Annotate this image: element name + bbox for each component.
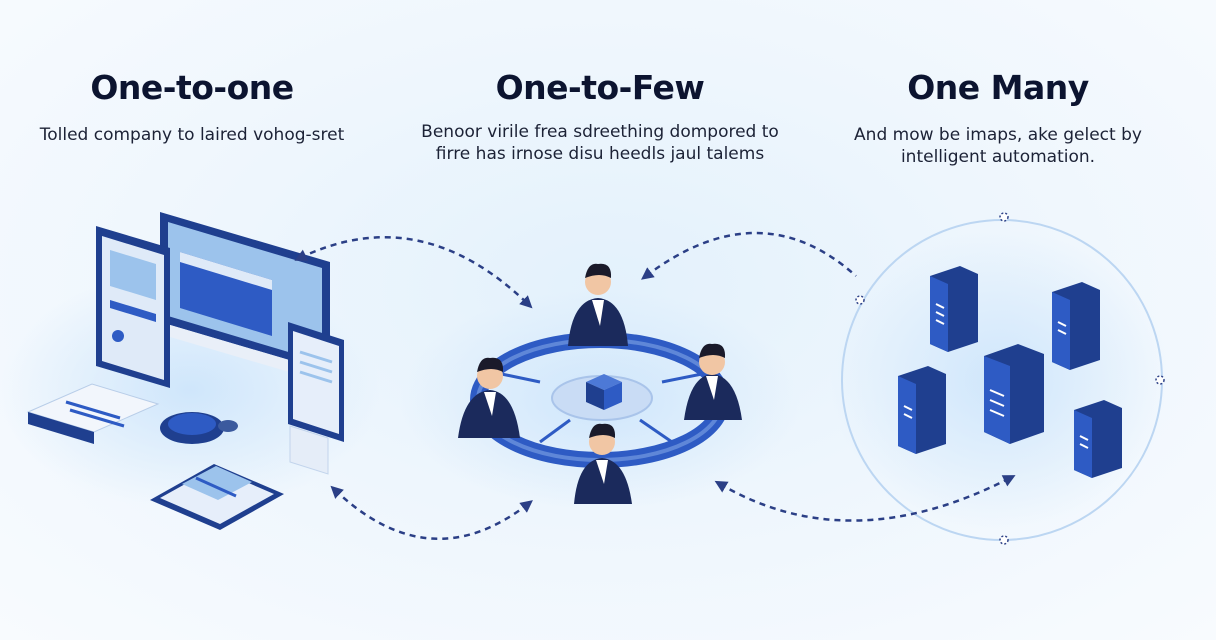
- puck-icon: [160, 412, 238, 444]
- laptop-icon: [150, 464, 284, 530]
- one-to-few-title: One-to-Few: [495, 68, 705, 107]
- person-left-icon: [458, 357, 520, 438]
- person-bottom-icon: [574, 423, 632, 504]
- arrow-right-to-center-top: [641, 231, 857, 280]
- tablet-icon: [96, 226, 170, 388]
- monitor-icon: [160, 212, 330, 384]
- person-top-icon: [568, 263, 628, 346]
- arrow-left-to-center-top: [294, 235, 533, 309]
- phone-icon: [288, 322, 344, 442]
- arrow-center-to-right-bottom: [714, 475, 1016, 522]
- server-icon: [930, 266, 978, 352]
- arrow-left-to-center-bottom: [330, 485, 533, 540]
- server-icon: [1052, 282, 1100, 370]
- server-icon: [1074, 400, 1122, 478]
- one-many-description: And mow be imaps, ake gelect by intellig…: [854, 125, 1142, 167]
- keyboard-icon: [26, 383, 160, 444]
- circle-nodes: [855, 212, 1165, 545]
- server-icon: [984, 344, 1044, 444]
- device-stand: [289, 425, 329, 475]
- server-icon: [898, 366, 946, 454]
- flow-arrows: [294, 231, 1016, 540]
- one-to-one-title: One-to-one: [90, 68, 294, 107]
- one-many-title: One Many: [907, 68, 1089, 107]
- person-right-icon: [684, 343, 742, 420]
- one-to-few-description: Benoor virile frea sdreething dompored t…: [421, 122, 779, 164]
- cube-icon: [586, 374, 622, 410]
- one-to-one-description: Tolled company to laired vohog-sret: [39, 125, 345, 145]
